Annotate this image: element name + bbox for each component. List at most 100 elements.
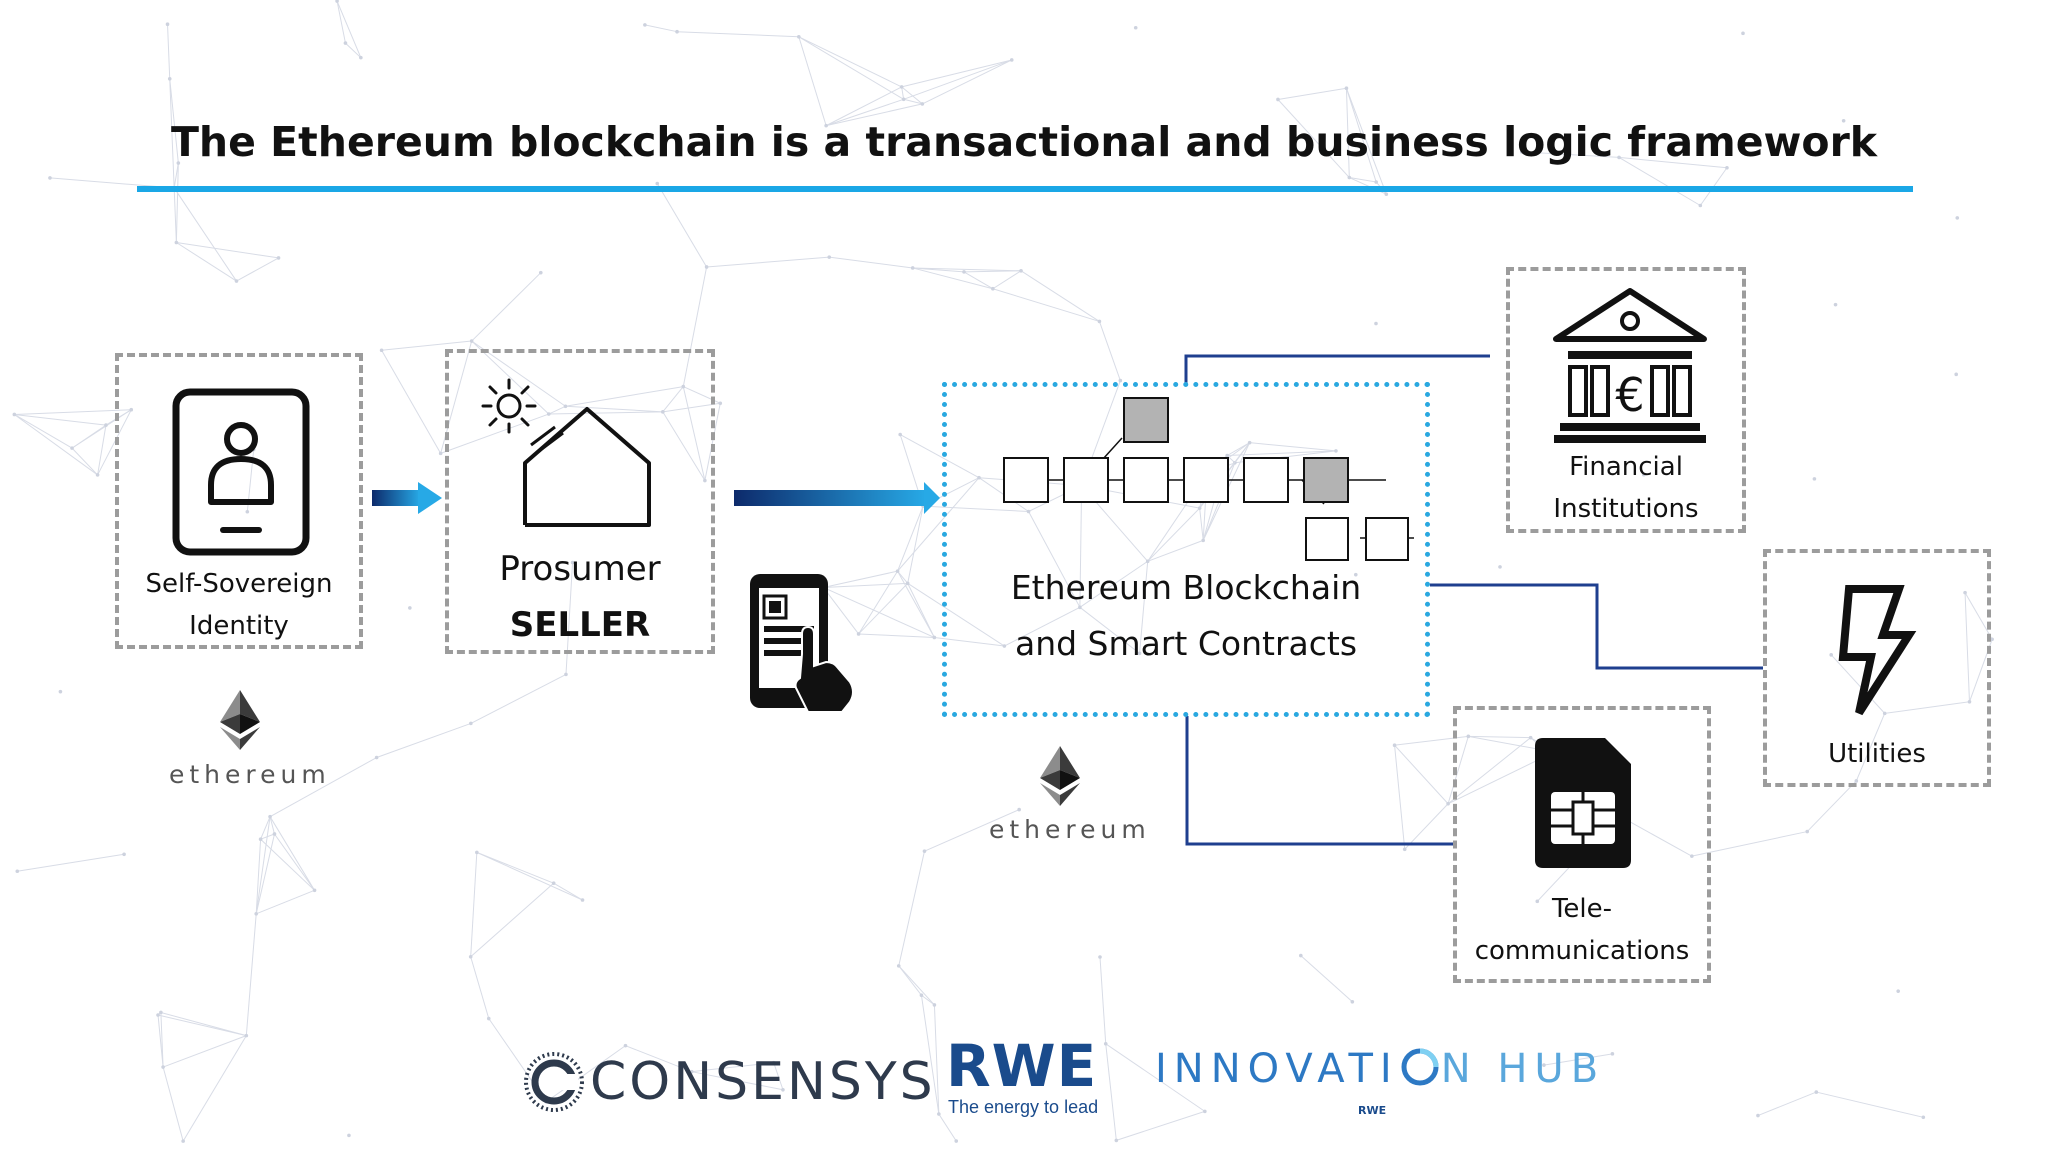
network-line <box>897 570 935 638</box>
network-line <box>476 851 554 884</box>
network-node <box>1137 651 1142 656</box>
sun-icon <box>481 378 537 434</box>
block <box>1123 457 1169 503</box>
block <box>1063 457 1109 503</box>
flow-arrow-2 <box>734 482 940 514</box>
network-line <box>825 98 904 127</box>
network-node <box>895 569 900 573</box>
network-line <box>992 288 1100 322</box>
network-line <box>912 267 993 290</box>
network-line <box>662 402 721 413</box>
network-line <box>1964 592 1970 702</box>
connector-utilities <box>1430 583 1763 670</box>
network-line <box>255 816 271 914</box>
phone-touch-icon <box>750 574 854 713</box>
network-node <box>276 256 281 260</box>
network-line <box>236 257 279 282</box>
network-node <box>1026 509 1031 514</box>
network-line <box>1830 654 1886 714</box>
network-node <box>898 432 902 437</box>
network-node <box>1197 506 1202 510</box>
network-node <box>1133 25 1138 30</box>
network-line <box>1543 1053 1613 1066</box>
utilities-label: Utilities <box>1828 739 1926 769</box>
network-line <box>1521 151 1620 158</box>
network-line <box>1277 99 1350 178</box>
network-node <box>910 266 915 270</box>
network-line <box>1806 780 1857 832</box>
network-node <box>824 123 828 128</box>
network-node <box>689 1069 694 1074</box>
network-line <box>470 956 490 1019</box>
network-line <box>255 833 275 914</box>
network-line <box>921 994 935 1006</box>
network-line <box>255 839 262 914</box>
network-line <box>1404 803 1449 850</box>
network-line <box>823 587 935 638</box>
telecom-box: Tele- communications <box>1453 706 1711 983</box>
network-line <box>1004 606 1081 647</box>
network-node <box>563 404 568 409</box>
network-node <box>920 102 925 106</box>
network-node <box>655 181 660 186</box>
network-node <box>268 814 272 819</box>
network-node <box>704 265 709 269</box>
network-line <box>274 833 315 891</box>
network-node <box>1118 378 1123 383</box>
network-line <box>71 447 98 476</box>
network-node <box>254 911 259 916</box>
house-icon <box>523 407 651 527</box>
network-node <box>70 446 74 450</box>
network-line <box>1468 735 1531 739</box>
network-line <box>545 1045 626 1103</box>
network-line <box>476 851 583 901</box>
network-node <box>675 29 679 34</box>
blockchain-box: Ethereum Blockchain and Smart Contracts <box>942 382 1430 717</box>
network-node <box>1374 180 1378 184</box>
network-node <box>623 1043 628 1048</box>
network-node <box>1017 807 1021 812</box>
network-node <box>468 954 473 959</box>
network-line <box>823 582 908 588</box>
network-node <box>1812 477 1817 481</box>
network-line <box>691 1071 784 1091</box>
network-node <box>469 339 474 343</box>
network-node <box>374 755 379 760</box>
network-node <box>234 279 239 283</box>
block-highlight <box>1123 397 1169 443</box>
network-node <box>661 410 665 414</box>
network-line <box>256 889 315 915</box>
network-line <box>677 31 799 38</box>
network-line <box>381 340 472 351</box>
hub-o-ring-icon <box>1401 1048 1439 1086</box>
network-node <box>797 34 801 39</box>
block <box>1003 457 1049 503</box>
ethereum-icon <box>220 690 260 750</box>
network-node <box>856 632 861 636</box>
network-node <box>1019 269 1023 273</box>
connector-financial <box>1184 354 1490 383</box>
network-node <box>1741 31 1745 36</box>
network-line <box>1199 508 1204 541</box>
identity-label: Self-Sovereign Identity <box>145 569 333 641</box>
network-line <box>471 272 542 342</box>
network-line <box>14 414 73 449</box>
network-node <box>1690 854 1694 858</box>
network-line <box>160 1011 247 1037</box>
network-node <box>1542 1063 1546 1067</box>
network-line <box>903 59 1012 100</box>
network-line <box>260 816 271 840</box>
network-node <box>1829 653 1833 657</box>
network-line <box>1147 539 1204 562</box>
network-line <box>173 187 177 243</box>
network-line <box>14 414 98 476</box>
network-line <box>903 98 923 105</box>
network-node <box>1854 779 1859 783</box>
network-node <box>937 1112 941 1116</box>
network-node <box>469 721 473 726</box>
network-line <box>963 271 994 290</box>
network-line <box>898 851 925 966</box>
network-node <box>932 635 937 640</box>
network-line <box>169 78 179 164</box>
network-node <box>1374 321 1378 326</box>
